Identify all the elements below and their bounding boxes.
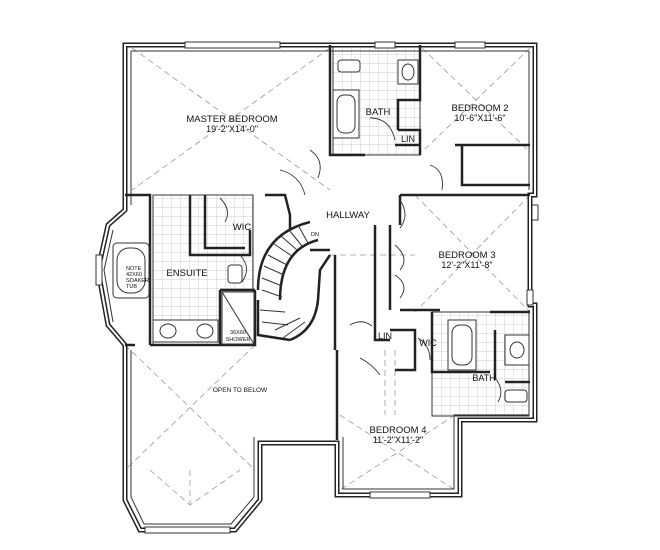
bedroom-3-name: BEDROOM 3 [438,250,495,261]
room-labels: MASTER BEDROOM 19'-2"X14'-0" BEDROOM 2 1… [126,103,509,445]
doors [219,117,502,403]
hallway-label: HALLWAY [326,210,370,221]
right-bath-toilet [504,389,528,403]
exterior-walls [95,42,538,533]
right-bath-sink [509,341,525,359]
staircase [256,220,332,342]
bedroom-4-dim: 11'-2"X11'-2" [373,435,424,445]
bedroom-2-name: BEDROOM 2 [451,103,508,114]
ensuite-label: ENSUITE [166,268,207,279]
lin-mid-label: LIN [378,331,392,341]
stair-direction-label: DN [311,232,319,238]
bath-right-label: BATH [472,373,495,383]
wic-master-label: WIC [233,222,252,233]
ensuite-toilet [227,264,243,284]
tub-note-3: SOAKER [126,278,149,284]
right-bath-vanity [504,334,530,366]
windows [95,41,539,534]
ceiling-lines [124,47,531,506]
tub-note-4: TUB [126,284,137,290]
ensuite-sink-1 [159,323,177,339]
top-bath-sink [401,63,415,81]
master-bedroom-dim: 19'-2"X14'-0" [206,124,258,134]
interior-walls [125,45,530,440]
top-bath-toilet [337,59,361,73]
master-bedroom-name: MASTER BEDROOM [186,114,277,125]
tub-note-1: NOTE [126,266,142,272]
bedroom-3-dim: 12'-2"X11'-8" [441,260,492,270]
bedroom-2-dim: 10'-6"X11'-6" [454,113,505,123]
ensuite-sink-2 [196,323,214,339]
shower-note-2: SHOWER [226,337,251,343]
lin-top-label: LIN [401,134,415,144]
tub-note-2: 42X60 [126,272,142,278]
open-to-below-label: OPEN TO BELOW [213,387,268,394]
fixtures [112,59,530,403]
bedroom-4-name: BEDROOM 4 [369,425,426,436]
shower-note-1: 36X60 [230,330,246,336]
bath-top-label: BATH [366,107,391,118]
wic-right-label: WIC [419,338,437,348]
